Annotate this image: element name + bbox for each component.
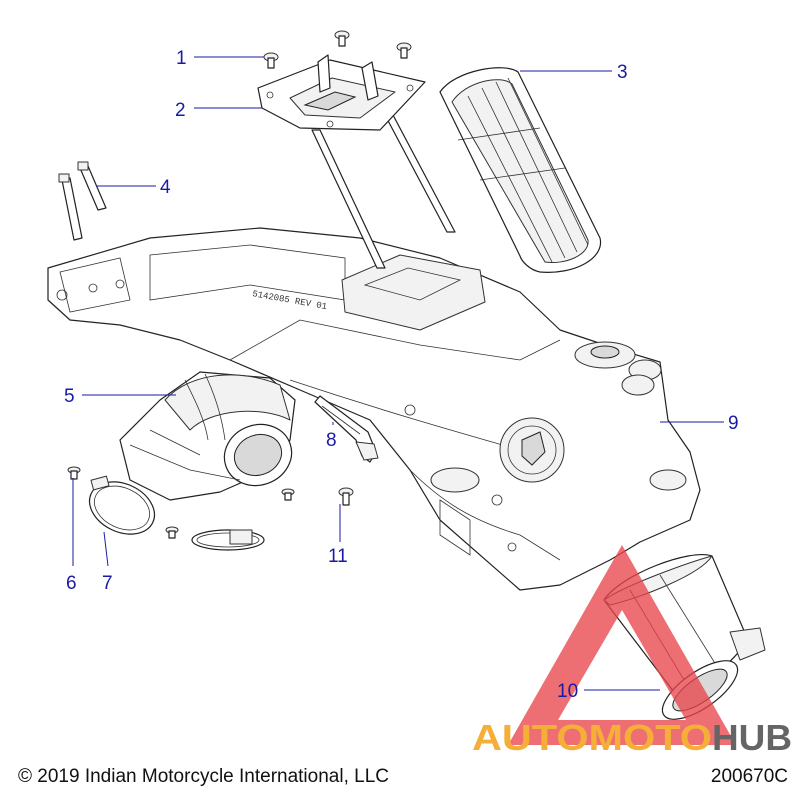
screw-icon	[263, 52, 279, 69]
watermark-text-b: HUB	[712, 717, 792, 758]
screws-part	[263, 30, 412, 69]
screw-part-11	[338, 487, 354, 506]
callout-1: 1	[176, 48, 187, 69]
hose-clamp-part	[88, 475, 265, 551]
air-filter-part	[439, 67, 602, 273]
intake-duct-part	[119, 371, 296, 501]
mounting-plate-part	[257, 54, 426, 131]
frame-part: 5142085 REV 01	[47, 227, 701, 591]
callout-9: 9	[728, 413, 739, 434]
screw-icon	[165, 526, 179, 539]
bolts-part	[58, 161, 107, 241]
indian-emblem-icon	[499, 417, 565, 483]
screw-icon	[281, 488, 295, 501]
automotohub-watermark: AUTOMOTO HUB	[472, 545, 792, 758]
callout-7: 7	[102, 573, 113, 594]
bracket-part	[314, 395, 379, 463]
callout-11: 11	[328, 546, 348, 567]
callout-6: 6	[66, 573, 77, 594]
callout-leaders	[72, 56, 724, 691]
callout-5: 5	[64, 386, 75, 407]
callout-2: 2	[175, 100, 186, 121]
callout-3: 3	[617, 62, 628, 83]
callout-4: 4	[160, 177, 171, 198]
screw-icon	[396, 42, 412, 59]
callout-10: 10	[557, 681, 578, 702]
callout-8: 8	[326, 430, 337, 451]
drawing-number: 200670C	[710, 766, 788, 787]
small-screws-part	[67, 466, 295, 539]
watermark-text-a: AUTOMOTO	[472, 717, 712, 758]
callout-numbers: 1 2 3 4 5 6 7 8 9 10 11	[64, 48, 739, 702]
screw-icon	[334, 30, 350, 47]
copyright-text: © 2019 Indian Motorcycle International, …	[18, 766, 389, 787]
watermark-triangle-icon	[508, 545, 736, 745]
screw-icon	[67, 466, 81, 480]
